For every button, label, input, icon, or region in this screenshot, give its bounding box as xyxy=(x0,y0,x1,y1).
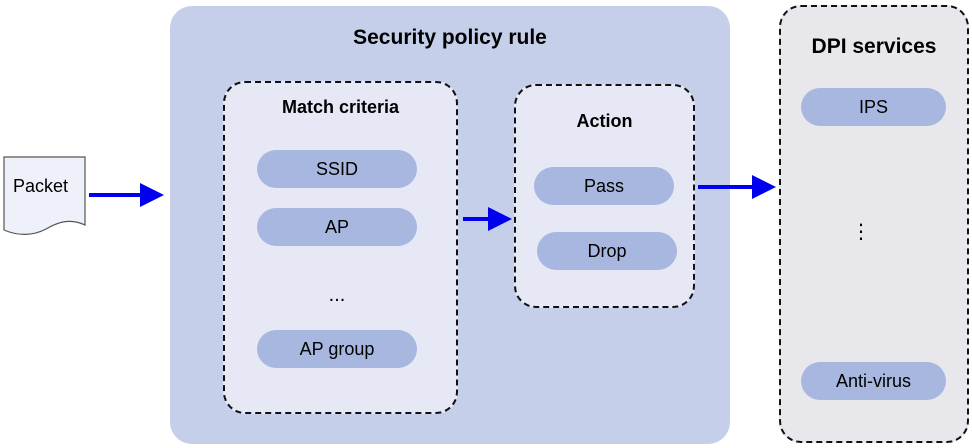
packet-document-shape xyxy=(3,156,86,235)
dpi-services-title: DPI services xyxy=(811,35,937,58)
dpi-item-ips: IPS xyxy=(801,88,946,126)
action-item-pass: Pass xyxy=(534,167,674,205)
security-policy-rule-title: Security policy rule xyxy=(353,26,547,49)
match-item-ssid: SSID xyxy=(257,150,417,188)
packet-label: Packet xyxy=(13,176,69,196)
dpi-item-anti-virus: Anti-virus xyxy=(801,362,946,400)
action-item-drop: Drop xyxy=(537,232,677,270)
match-item-ap-group: AP group xyxy=(257,330,417,368)
match-item-ap: AP xyxy=(257,208,417,246)
match-criteria-title: Match criteria xyxy=(281,97,400,117)
action-title: Action xyxy=(576,111,633,131)
match-ellipsis: ... xyxy=(328,284,346,306)
